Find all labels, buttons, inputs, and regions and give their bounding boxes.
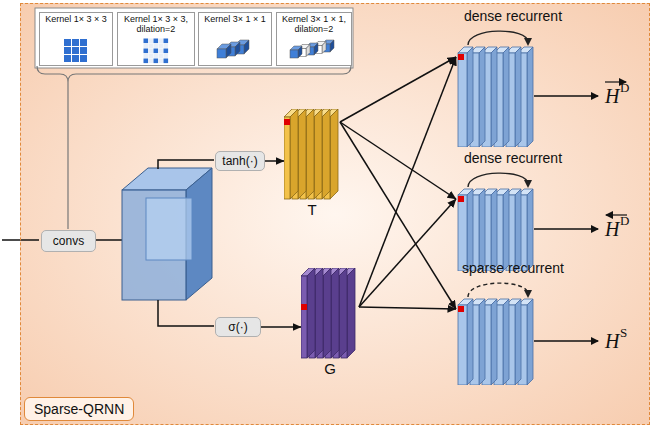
recurrent-stack: sparse recurrent bbox=[456, 259, 570, 385]
operation-label: σ(·) bbox=[228, 320, 247, 334]
convs-to-cube bbox=[95, 239, 122, 241]
connector-arrow bbox=[359, 199, 456, 307]
output-superscript: D bbox=[620, 211, 629, 231]
brace-stem bbox=[67, 82, 68, 229]
kernel-box: Kernel 3× 1 × 1, dilation=2 bbox=[276, 12, 352, 66]
tensor-label: G bbox=[301, 360, 359, 377]
kernel-label: Kernel 3× 1 × 1, dilation=2 bbox=[277, 13, 351, 34]
connector-arrow bbox=[359, 57, 456, 307]
output-arrow bbox=[534, 340, 598, 342]
region-fill bbox=[20, 3, 650, 425]
hidden-state-stack bbox=[456, 149, 570, 271]
kernel-label: Kernel 1× 3 × 3 bbox=[40, 13, 112, 24]
feature-cube bbox=[122, 168, 212, 300]
cube-to-tanh bbox=[158, 160, 214, 169]
kernel-icon bbox=[40, 38, 112, 64]
recurrent-heading: sparse recurrent bbox=[456, 259, 570, 277]
operation-box: σ(·) bbox=[215, 317, 261, 337]
connector-arrow bbox=[265, 160, 284, 162]
kernel-icon bbox=[277, 38, 351, 64]
recurrent-stack: dense recurrent bbox=[456, 149, 570, 271]
hidden-state-stack bbox=[456, 259, 570, 385]
kernel-box: Kernel 3× 1 × 1 bbox=[198, 12, 272, 66]
output-arrow bbox=[534, 228, 598, 230]
operation-label: tanh(·) bbox=[222, 154, 257, 168]
recurrent-heading: dense recurrent bbox=[456, 149, 570, 167]
hidden-state-stack bbox=[456, 7, 570, 147]
operation-box: tanh(·) bbox=[215, 151, 265, 171]
output-superscript: D bbox=[620, 78, 629, 98]
tensor-stack bbox=[284, 109, 340, 201]
kernel-box: Kernel 1× 3 × 3, dilation=2 bbox=[117, 12, 195, 66]
connector-arrow bbox=[359, 307, 456, 309]
kernel-group-frame bbox=[35, 8, 353, 68]
kernel-icon bbox=[199, 38, 271, 64]
tensor-stack bbox=[301, 268, 359, 360]
output-symbol: H bbox=[605, 219, 619, 239]
connector-arrow bbox=[261, 326, 301, 328]
kernel-icon bbox=[118, 38, 194, 64]
tensor-label: T bbox=[284, 201, 340, 218]
output-arrow bbox=[534, 95, 598, 97]
brace bbox=[37, 66, 351, 82]
connector-arrow bbox=[340, 122, 456, 199]
connector-arrow bbox=[340, 122, 456, 309]
operation-box: convs bbox=[41, 230, 96, 252]
output-symbol: H bbox=[605, 86, 619, 106]
output-superscript: S bbox=[620, 323, 627, 343]
gate-tensor-stack: G bbox=[301, 268, 359, 380]
operation-label: convs bbox=[53, 234, 84, 248]
cube-to-sigma bbox=[158, 300, 214, 326]
sparse-qrnn-region: Sparse-QRNN Kernel 1× 3 × 3 Kernel 1× 3 × … bbox=[20, 3, 650, 425]
connector-arrow bbox=[340, 57, 456, 122]
kernel-label: Kernel 1× 3 × 3, dilation=2 bbox=[118, 13, 194, 34]
region-title: Sparse-QRNN bbox=[24, 397, 134, 421]
recurrent-heading: dense recurrent bbox=[456, 7, 570, 25]
output-symbol: H bbox=[605, 331, 619, 351]
recurrent-stack: dense recurrent bbox=[456, 7, 570, 147]
kernel-label: Kernel 3× 1 × 1 bbox=[199, 13, 271, 24]
gate-tensor-stack: T bbox=[284, 109, 340, 221]
kernel-box: Kernel 1× 3 × 3 bbox=[39, 12, 113, 66]
